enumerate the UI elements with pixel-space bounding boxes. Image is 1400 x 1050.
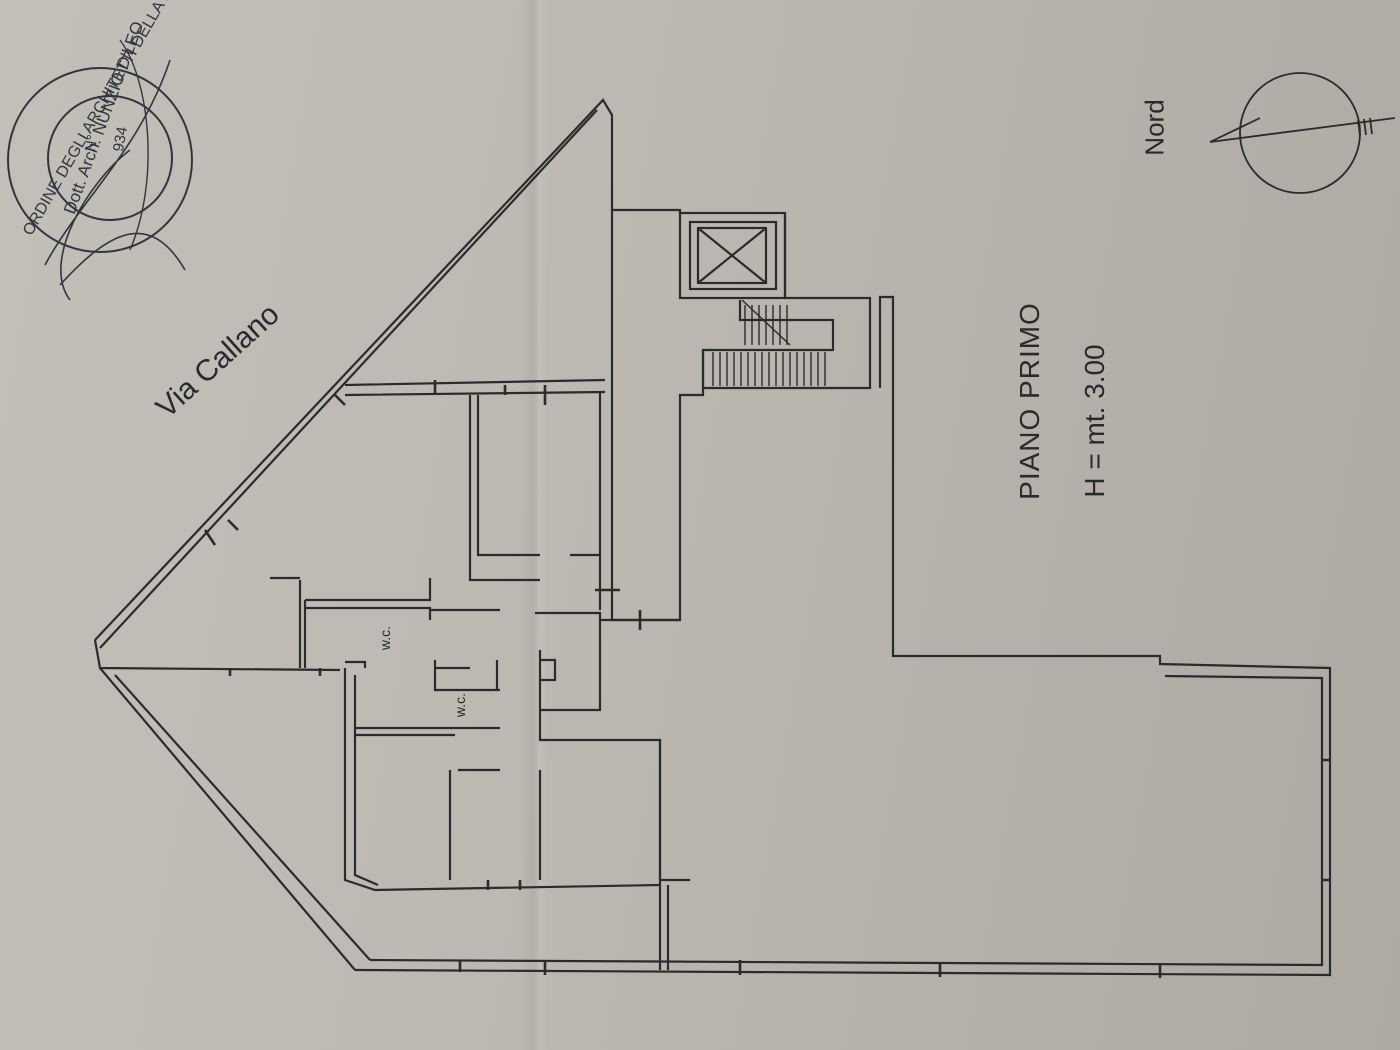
- outer-wall-left: [93, 639, 341, 672]
- outer-wall: [94, 98, 682, 649]
- architect-stamp: [7, 39, 193, 301]
- outer-wall-bottom: [354, 295, 1332, 977]
- floor-height: H = mt. 3.00: [1079, 344, 1110, 498]
- outer-wall-diagonal: [99, 667, 371, 971]
- north-arrow: [1209, 72, 1396, 194]
- stair-block: [701, 213, 872, 390]
- paper-fold: [520, 0, 548, 1050]
- wc-label: w.c.: [452, 692, 468, 718]
- floor-title: PIANO PRIMO: [1014, 302, 1045, 500]
- wc-label: w.c.: [377, 625, 393, 651]
- outer-wall-bottom-inner: [369, 674, 1324, 967]
- interior-wall: [344, 378, 606, 397]
- stamp-number-label: N°: [82, 133, 102, 153]
- north-label: Nord: [1139, 99, 1170, 156]
